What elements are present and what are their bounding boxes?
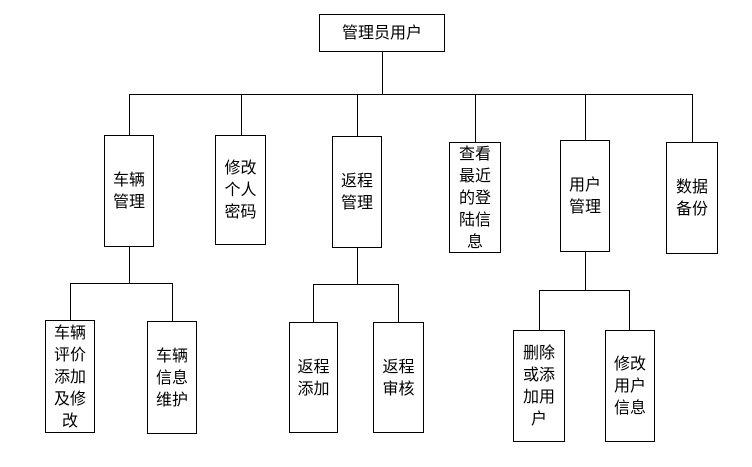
connector-drop-change-password <box>241 94 242 135</box>
node-admin-user-label: 管理员用户 <box>341 23 422 42</box>
connector-drop-user-add-delete <box>539 290 540 330</box>
connector-user-bus <box>539 290 630 291</box>
connector-return-stem <box>357 248 358 284</box>
node-return-management-label: 返程管理 <box>340 171 373 212</box>
node-user-modify-info: 修改用户信息 <box>605 330 655 442</box>
node-vehicle-management-label: 车辆管理 <box>112 170 145 211</box>
connector-drop-user-modify <box>629 290 630 330</box>
connector-return-bus <box>313 284 399 285</box>
connector-drop-return-review <box>398 284 399 322</box>
node-change-password-label: 修改个人密码 <box>224 158 257 221</box>
node-admin-user: 管理员用户 <box>319 14 445 52</box>
node-data-backup: 数据备份 <box>666 142 718 254</box>
node-vehicle-management: 车辆管理 <box>104 135 154 247</box>
node-vehicle-eval-add-modify: 车辆评价添加及修改 <box>45 320 95 433</box>
connector-drop-vehicle-management <box>129 94 130 135</box>
node-user-modify-info-label: 修改用户信息 <box>613 354 646 417</box>
node-return-management: 返程管理 <box>332 136 382 248</box>
node-user-management-label: 用户管理 <box>568 175 601 216</box>
node-login-info: 查看最近的登陆信息 <box>449 142 501 253</box>
connector-drop-user-management <box>585 94 586 140</box>
node-data-backup-label: 数据备份 <box>675 177 708 218</box>
node-return-review: 返程审核 <box>373 322 424 433</box>
node-return-add-label: 返程添加 <box>297 356 330 398</box>
connector-level2-bus <box>129 94 693 95</box>
connector-vehicle-stem <box>129 247 130 283</box>
connector-drop-vehicle-eval <box>70 283 71 320</box>
node-user-add-delete-label: 删除或添加用户 <box>522 343 555 428</box>
connector-drop-data-backup <box>692 94 693 142</box>
node-vehicle-info-maintenance: 车辆信息维护 <box>147 321 197 434</box>
connector-drop-login-info <box>475 94 476 142</box>
connector-vehicle-bus <box>70 283 173 284</box>
node-vehicle-info-maintenance-label: 车辆信息维护 <box>155 345 188 409</box>
node-return-review-label: 返程审核 <box>382 356 415 398</box>
connector-drop-vehicle-info <box>172 283 173 321</box>
node-user-add-delete: 删除或添加用户 <box>513 330 565 442</box>
node-change-password: 修改个人密码 <box>215 135 266 245</box>
connector-root-stem <box>382 52 383 94</box>
node-login-info-label: 查看最近的登陆信息 <box>458 143 491 251</box>
node-return-add: 返程添加 <box>289 322 338 433</box>
connector-drop-return-management <box>357 94 358 136</box>
connector-user-stem <box>585 252 586 290</box>
node-vehicle-eval-add-modify-label: 车辆评价添加及修改 <box>53 322 86 430</box>
node-user-management: 用户管理 <box>560 140 610 252</box>
connector-drop-return-add <box>313 284 314 322</box>
